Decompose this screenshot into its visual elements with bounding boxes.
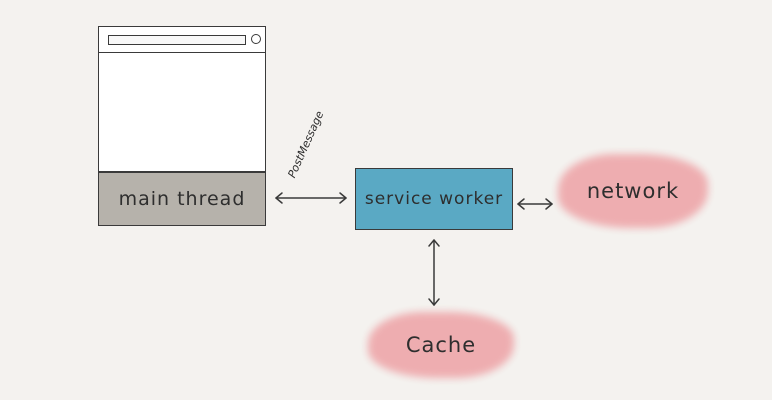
main-thread-label: main thread	[118, 188, 246, 210]
network-label: network	[586, 179, 680, 203]
network-blob: network	[558, 154, 708, 228]
main-thread-box: main thread	[98, 172, 266, 226]
cache-label: Cache	[405, 333, 477, 357]
network-blob-background	[558, 154, 708, 228]
browser-window-icon	[98, 26, 266, 172]
service-worker-box: service worker	[355, 168, 513, 230]
service-worker-label: service worker	[364, 189, 504, 209]
reload-icon	[251, 34, 261, 44]
cache-blob-background	[368, 312, 514, 378]
address-bar	[108, 35, 246, 45]
service-worker-network-arrow-icon	[517, 198, 553, 210]
cache-blob: Cache	[368, 312, 514, 378]
service-worker-cache-arrow-icon	[428, 239, 440, 306]
main-thread-service-worker-arrow-icon	[275, 192, 347, 204]
post-message-label: PostMessage	[285, 109, 327, 180]
browser-toolbar	[99, 27, 265, 53]
